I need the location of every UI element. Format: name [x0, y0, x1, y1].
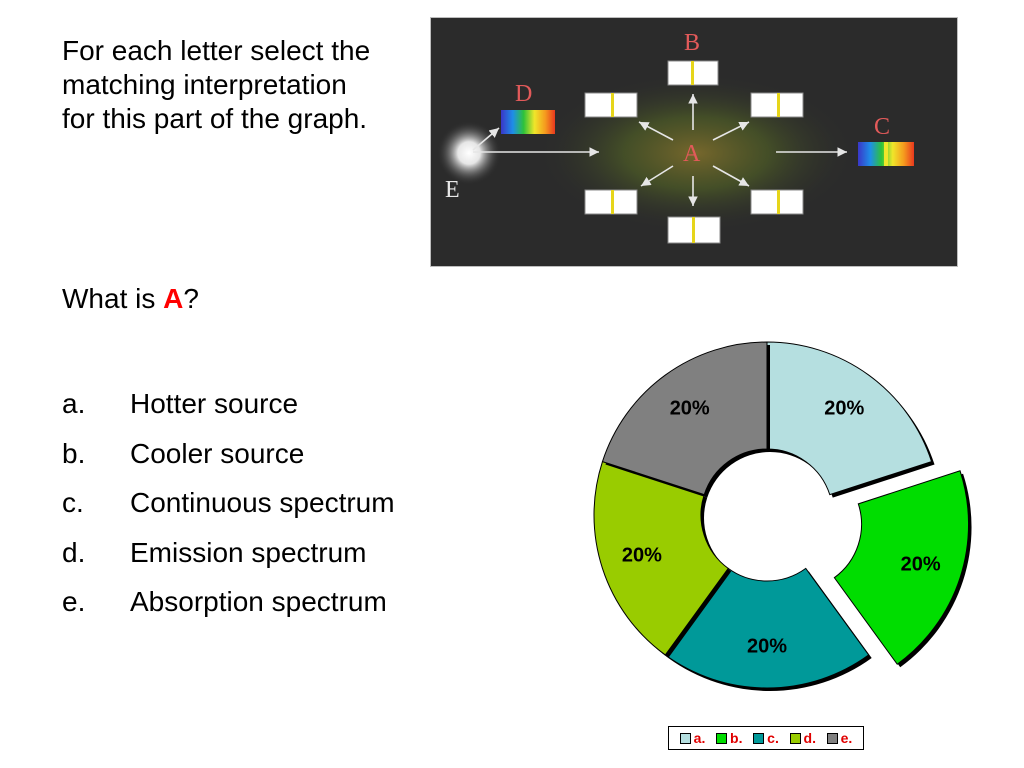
option-letter: d.	[62, 536, 86, 568]
legend-swatch	[716, 732, 728, 744]
spectrum-c	[858, 142, 914, 166]
question-text: What is A?	[62, 282, 199, 316]
legend-label: a.	[693, 730, 706, 746]
legend-item: c.	[753, 730, 779, 746]
emission-arrows	[472, 94, 847, 206]
legend-item: d.	[789, 730, 816, 746]
results-chart: 20% 20% 20% 20% 20%	[580, 330, 980, 705]
slice-label: 20%	[900, 553, 941, 576]
legend-swatch	[753, 732, 765, 744]
option-text: Emission spectrum	[130, 536, 367, 568]
legend-item: e.	[826, 730, 853, 746]
option-letter: c.	[62, 487, 84, 518]
option-letter: a.	[62, 388, 86, 419]
option-a[interactable]: a. Hotter source	[62, 384, 395, 434]
question-suffix: ?	[183, 283, 199, 314]
pie-slice	[664, 567, 870, 689]
legend-item: b.	[716, 730, 742, 746]
legend-label: b.	[730, 730, 743, 746]
donut-chart	[593, 341, 972, 691]
slice-label: 20%	[746, 635, 788, 657]
slice-label: 20%	[824, 397, 865, 420]
answer-options: a. Hotter source b. Cooler source c. Contin…	[62, 384, 395, 632]
slice-label: 20%	[621, 544, 662, 567]
legend-label: d.	[803, 730, 816, 746]
diagram-graphic	[437, 60, 914, 244]
option-text: Cooler source	[130, 437, 305, 469]
pie-slice	[601, 341, 768, 496]
label-d: D	[515, 81, 533, 107]
option-text: Continuous spectrum	[130, 487, 395, 518]
pie-slice	[766, 341, 933, 496]
label-b: B	[684, 30, 701, 56]
pie-slice	[833, 470, 970, 665]
legend-label: c.	[767, 730, 779, 746]
legend-label: e.	[840, 730, 853, 746]
option-letter: e.	[62, 586, 86, 617]
chart-legend: a. b. c. d. e.	[668, 726, 864, 750]
legend-swatch	[826, 732, 838, 744]
legend-swatch	[789, 732, 801, 744]
label-e: E	[445, 177, 460, 203]
absorption-boxes	[584, 60, 804, 244]
prompt-text: For each letter select the matching inte…	[62, 35, 371, 134]
option-d[interactable]: d. Emission spectrum	[62, 533, 395, 583]
pie-slice	[593, 460, 729, 656]
question-highlight: A	[163, 283, 184, 314]
question-prefix: What is	[62, 283, 164, 314]
option-text: Absorption spectrum	[130, 586, 387, 617]
option-text: Hotter source	[130, 388, 299, 419]
option-e[interactable]: e. Absorption spectrum	[62, 582, 395, 632]
continuous-spectrum	[501, 110, 555, 134]
legend-item: a.	[679, 730, 706, 746]
label-c: C	[874, 114, 891, 140]
legend-swatch	[679, 732, 691, 744]
option-c[interactable]: c. Continuous spectrum	[62, 483, 395, 533]
slice-label: 20%	[669, 397, 710, 420]
star-source	[437, 121, 501, 185]
label-a: A	[683, 141, 701, 167]
spectrum-diagram: B D A C E	[430, 17, 958, 267]
option-b[interactable]: b. Cooler source	[62, 434, 395, 484]
option-letter: b.	[62, 437, 86, 469]
